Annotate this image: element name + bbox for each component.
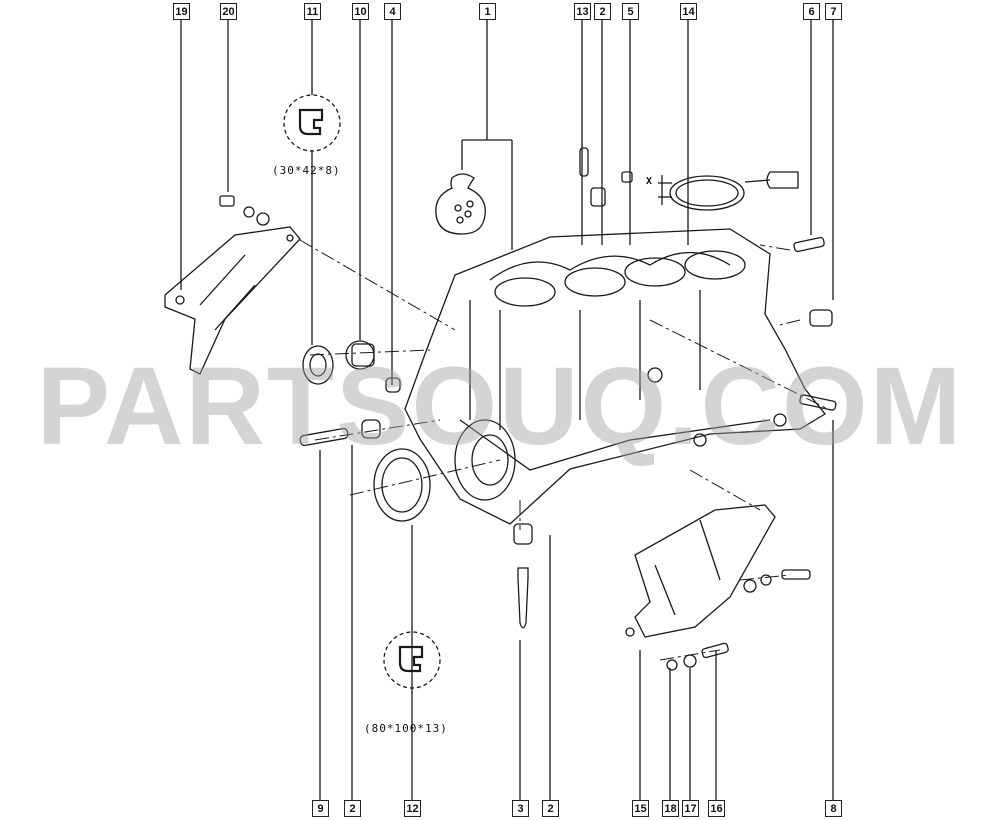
callout-17[interactable]: 17 xyxy=(682,800,699,817)
callout-7[interactable]: 7 xyxy=(825,3,842,20)
callout-1[interactable]: 1 xyxy=(479,3,496,20)
callout-11[interactable]: 11 xyxy=(304,3,321,20)
callout-19[interactable]: 19 xyxy=(173,3,190,20)
seal-large-dimension: (80*100*13) xyxy=(364,722,448,735)
callout-10[interactable]: 10 xyxy=(352,3,369,20)
callout-2-bottom-right[interactable]: 2 xyxy=(542,800,559,817)
callout-14[interactable]: 14 xyxy=(680,3,697,20)
callout-5[interactable]: 5 xyxy=(622,3,639,20)
gap-x-label: X xyxy=(646,176,654,187)
callout-2-top[interactable]: 2 xyxy=(594,3,611,20)
callout-16[interactable]: 16 xyxy=(708,800,725,817)
callout-3[interactable]: 3 xyxy=(512,800,529,817)
callout-4[interactable]: 4 xyxy=(384,3,401,20)
callout-13[interactable]: 13 xyxy=(574,3,591,20)
callout-6[interactable]: 6 xyxy=(803,3,820,20)
callout-9[interactable]: 9 xyxy=(312,800,329,817)
seal-small-dimension: (30*42*8) xyxy=(272,164,341,177)
callout-15[interactable]: 15 xyxy=(632,800,649,817)
callout-12[interactable]: 12 xyxy=(404,800,421,817)
callout-8[interactable]: 8 xyxy=(825,800,842,817)
callout-2-bottom-left[interactable]: 2 xyxy=(344,800,361,817)
callout-20[interactable]: 20 xyxy=(220,3,237,20)
callout-18[interactable]: 18 xyxy=(662,800,679,817)
